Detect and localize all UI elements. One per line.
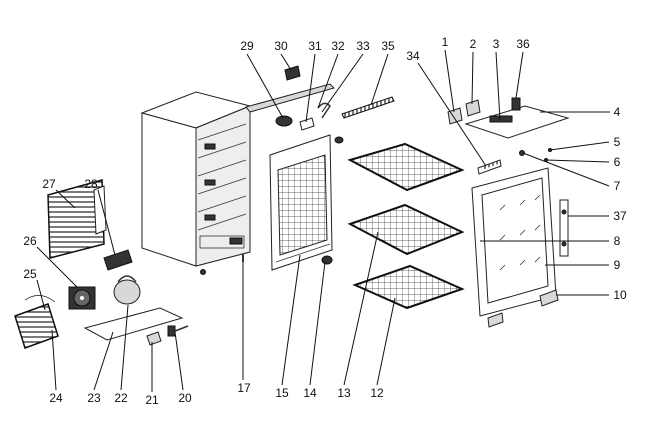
bracket-31 [299, 117, 315, 131]
callout-14: 14 [303, 386, 317, 400]
bracket-30 [284, 65, 301, 81]
callout-24: 24 [49, 391, 63, 405]
callout-labels: 29 30 31 32 33 35 1 2 3 36 34 4 5 6 7 37… [23, 35, 627, 407]
callout-25: 25 [23, 267, 37, 281]
callout-15: 15 [275, 386, 289, 400]
callout-33: 33 [356, 39, 370, 53]
callout-6: 6 [614, 155, 621, 169]
screws-5-6-7 [519, 148, 552, 162]
callout-35: 35 [381, 39, 395, 53]
callout-28: 28 [84, 177, 98, 191]
compressor-22 [113, 275, 141, 305]
callout-5: 5 [614, 135, 621, 149]
callout-4: 4 [614, 105, 621, 119]
label-34 [477, 159, 502, 175]
evaporator-plate [269, 134, 333, 271]
callout-21: 21 [145, 393, 159, 407]
callout-30: 30 [274, 39, 288, 53]
callout-10: 10 [613, 288, 627, 302]
callout-34: 34 [406, 49, 420, 63]
wire-shelf-top [347, 142, 465, 192]
condenser-fan [68, 286, 96, 310]
top-hinge-cover [245, 83, 335, 127]
bracket-33 [317, 102, 331, 119]
callout-27: 27 [42, 177, 56, 191]
callout-12: 12 [370, 386, 384, 400]
callout-31: 31 [308, 39, 322, 53]
door-handle-37 [559, 199, 569, 257]
callout-29: 29 [240, 39, 254, 53]
callout-32: 32 [331, 39, 345, 53]
hinge-bracket-1 [447, 107, 463, 125]
callout-13: 13 [337, 386, 351, 400]
callout-26: 26 [23, 234, 37, 248]
cabinet-body [140, 91, 252, 275]
callout-8: 8 [614, 234, 621, 248]
hinge-bracket-2 [465, 99, 481, 117]
power-cord-20 [167, 325, 189, 337]
callout-17: 17 [237, 381, 251, 395]
callout-2: 2 [470, 37, 477, 51]
callout-37: 37 [613, 209, 627, 223]
condenser-coil [47, 179, 105, 259]
leader-lines [36, 49, 610, 392]
wire-shelf-bottom [352, 264, 465, 310]
callout-36: 36 [516, 37, 530, 51]
relay-21 [146, 331, 162, 346]
callout-7: 7 [614, 179, 621, 193]
gasket-strip-35 [341, 96, 395, 119]
callout-9: 9 [614, 258, 621, 272]
evaporator-coil-24 [14, 295, 59, 349]
door-top-trim [464, 105, 570, 139]
wire-shelf-middle [347, 203, 465, 256]
callout-23: 23 [87, 391, 101, 405]
small-bracket-36 [511, 97, 521, 111]
callout-3: 3 [493, 37, 500, 51]
callout-22: 22 [114, 391, 128, 405]
bottom-hinge-10 [487, 289, 559, 328]
glass-door [471, 167, 557, 317]
callout-20: 20 [178, 391, 192, 405]
base-plate-23 [83, 307, 184, 341]
callout-1: 1 [442, 35, 449, 49]
back-bracket-28 [93, 185, 133, 271]
